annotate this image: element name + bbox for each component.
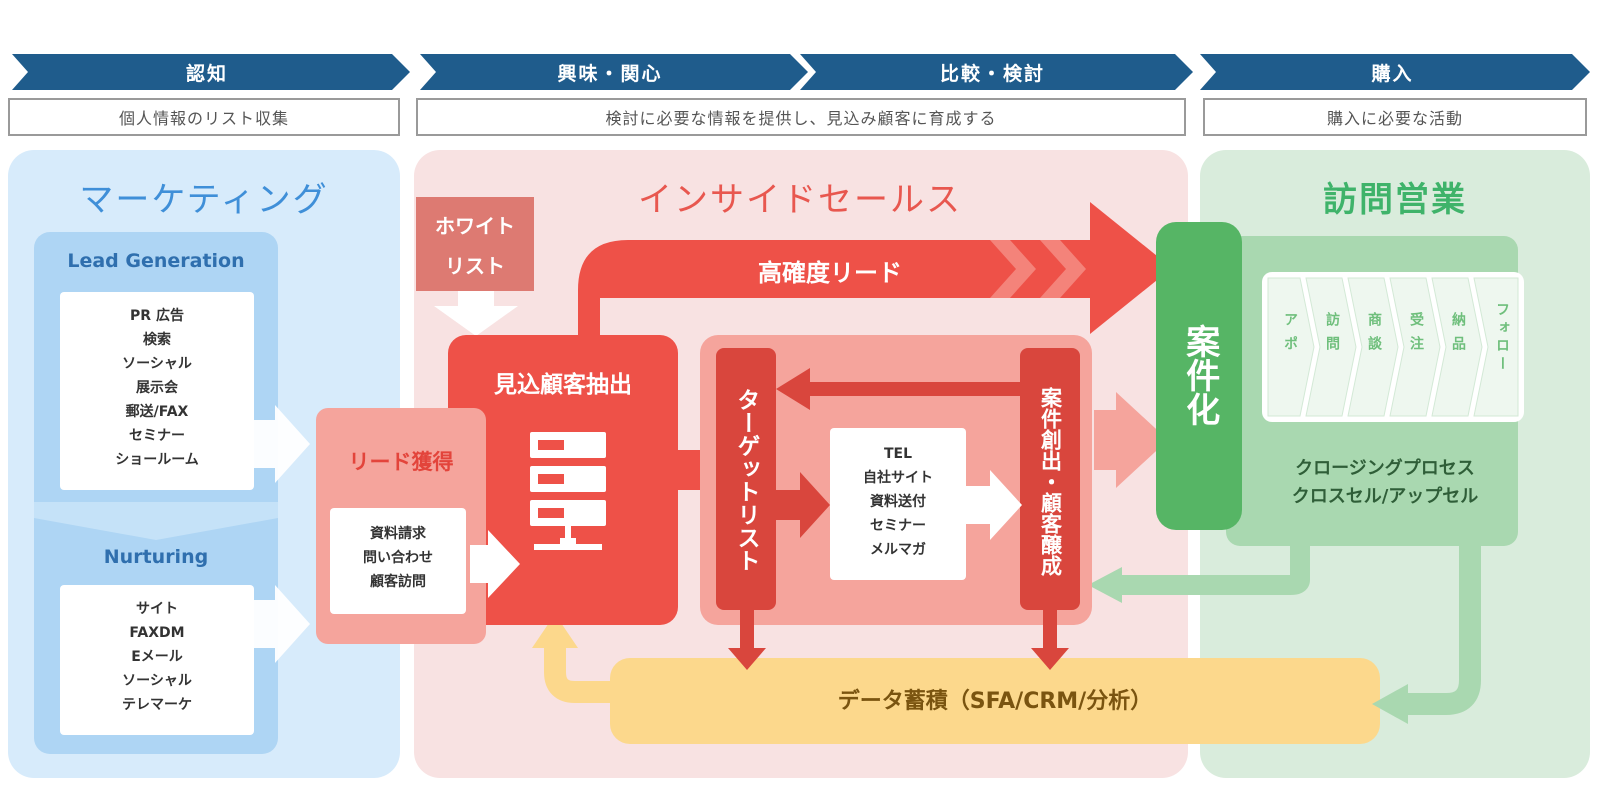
lead-acquisition-title: リード獲得	[348, 450, 454, 474]
stage-banner-interest	[420, 54, 808, 90]
prospect-title: 見込顧客抽出	[494, 372, 632, 398]
target-to-channels-arrow	[776, 472, 830, 538]
step-chevrons	[1267, 277, 1519, 417]
stage-desc-nurture: 検討に必要な情報を提供し、見込み顧客に育成する	[416, 98, 1186, 136]
nurturing-item: FAXDM	[129, 625, 185, 641]
channel-item: 資料送付	[870, 494, 926, 510]
lead-gen-item: 郵送/FAX	[125, 404, 189, 420]
lead-gen-item: ソーシャル	[122, 356, 192, 372]
lead-gen-chevron	[34, 502, 278, 540]
white-list-box	[416, 197, 534, 291]
step-label: フォロー	[1494, 302, 1510, 374]
deal-down-shaft	[1043, 610, 1057, 650]
stage-label-purchase: 購入	[1371, 62, 1414, 85]
high-lead-arrow-body	[578, 240, 1094, 340]
green-loop-bottom	[1402, 545, 1481, 715]
deal-to-case-arrow	[1094, 392, 1168, 488]
target-down-head	[728, 648, 766, 670]
lead-acq-to-prospect-arrow	[470, 530, 520, 598]
high-lead-arrowhead	[1090, 202, 1172, 334]
lead-gen-item: セミナー	[129, 428, 185, 444]
lead-gen-item: PR 広告	[130, 308, 184, 324]
green-loop-upper	[1118, 545, 1310, 595]
case-bar	[1156, 222, 1242, 530]
white-list-line: ホワイト	[435, 214, 515, 238]
lead-gen-title: Lead Generation	[67, 250, 245, 272]
channel-item: TEL	[883, 446, 913, 462]
deal-down-head	[1031, 648, 1069, 670]
lead-gen-list: PR 広告 検索 ソーシャル 展示会 郵送/FAX セミナー ショールーム	[60, 292, 254, 490]
process-line: クロージングプロセス	[1295, 458, 1475, 479]
marketing-title: マーケティング	[79, 180, 329, 220]
channel-item: メルマガ	[870, 542, 926, 558]
nurturing-item: サイト	[136, 601, 178, 617]
stage-label-awareness: 認知	[185, 62, 228, 85]
steps-labels: アポ 訪問 商談 受注 納品 フォロー	[1268, 300, 1518, 400]
nurturing-arrow	[252, 585, 310, 663]
green-loop-upper-head	[1088, 567, 1122, 603]
lead-acq-item: 顧客訪問	[370, 574, 426, 590]
white-list-arrow	[434, 291, 518, 336]
high-lead-chevron-2	[1040, 240, 1086, 298]
data-return-line	[544, 640, 640, 703]
data-return-arrowhead	[532, 614, 578, 648]
step-label: 商談	[1366, 312, 1382, 360]
data-store-label: データ蓄積（SFA/CRM/分析）	[837, 689, 1153, 714]
field-sales-title: 訪問営業	[1323, 180, 1467, 220]
lead-gen-item: ショールーム	[115, 452, 199, 468]
step-label: 受注	[1408, 312, 1424, 360]
lead-gen-item: 検索	[143, 332, 171, 348]
nurturing-item: テレマーケ	[122, 697, 192, 713]
stage-label-interest: 興味・関心	[557, 62, 663, 85]
closing-process-text: クロージングプロセス クロスセル/アップセル	[1240, 455, 1530, 511]
feedback-arrow-shaft	[800, 382, 1022, 396]
stage-banner-comparison	[800, 54, 1193, 90]
inside-sales-title: インサイドセールス	[638, 180, 962, 220]
nurturing-title: Nurturing	[103, 546, 209, 568]
nurturing-list: サイト FAXDM Eメール ソーシャル テレマーケ	[60, 585, 254, 735]
step-label: 訪問	[1324, 312, 1340, 360]
stage-banner-purchase	[1200, 54, 1590, 90]
lead-gen-item: 展示会	[136, 380, 178, 396]
stage-desc-awareness: 個人情報のリスト収集	[8, 98, 400, 136]
channel-item: セミナー	[870, 518, 926, 534]
stage-desc-purchase: 購入に必要な活動	[1203, 98, 1587, 136]
lead-acq-item: 資料請求	[370, 526, 426, 542]
step-label: アポ	[1282, 312, 1298, 360]
green-loop-bottom-head	[1372, 684, 1408, 724]
high-lead-chevron-1	[990, 240, 1036, 298]
step-label: 納品	[1450, 312, 1466, 360]
white-list-line: リスト	[445, 254, 505, 278]
nurturing-item: ソーシャル	[122, 673, 192, 689]
process-line: クロスセル/アップセル	[1291, 486, 1479, 507]
lead-acquisition-list: 資料請求 問い合わせ 顧客訪問	[330, 508, 466, 614]
high-lead-label: 高確度リード	[758, 259, 902, 287]
deal-creation-label: 案件創出・顧客醸成	[1038, 386, 1063, 576]
data-store-band	[610, 658, 1380, 744]
nurturing-item: Eメール	[131, 649, 183, 665]
feedback-arrowhead	[776, 368, 810, 410]
channels-list: TEL 自社サイト 資料送付 セミナー メルマガ	[830, 428, 966, 580]
server-icon	[530, 432, 606, 550]
target-down-shaft	[740, 610, 754, 650]
stage-banner-awareness	[12, 54, 410, 90]
lead-acq-item: 問い合わせ	[363, 550, 433, 566]
deal-creation-bar	[1020, 348, 1080, 610]
stage-label-comparison: 比較・検討	[939, 62, 1045, 85]
channel-item: 自社サイト	[863, 470, 933, 486]
target-list-bar	[716, 348, 776, 610]
white-list-label: ホワイト リスト	[416, 206, 534, 286]
lead-gen-arrow	[252, 405, 310, 483]
target-list-label: ターゲットリスト	[733, 388, 759, 572]
channels-to-deal-arrow	[966, 470, 1022, 540]
case-label: 案件化	[1179, 324, 1220, 426]
